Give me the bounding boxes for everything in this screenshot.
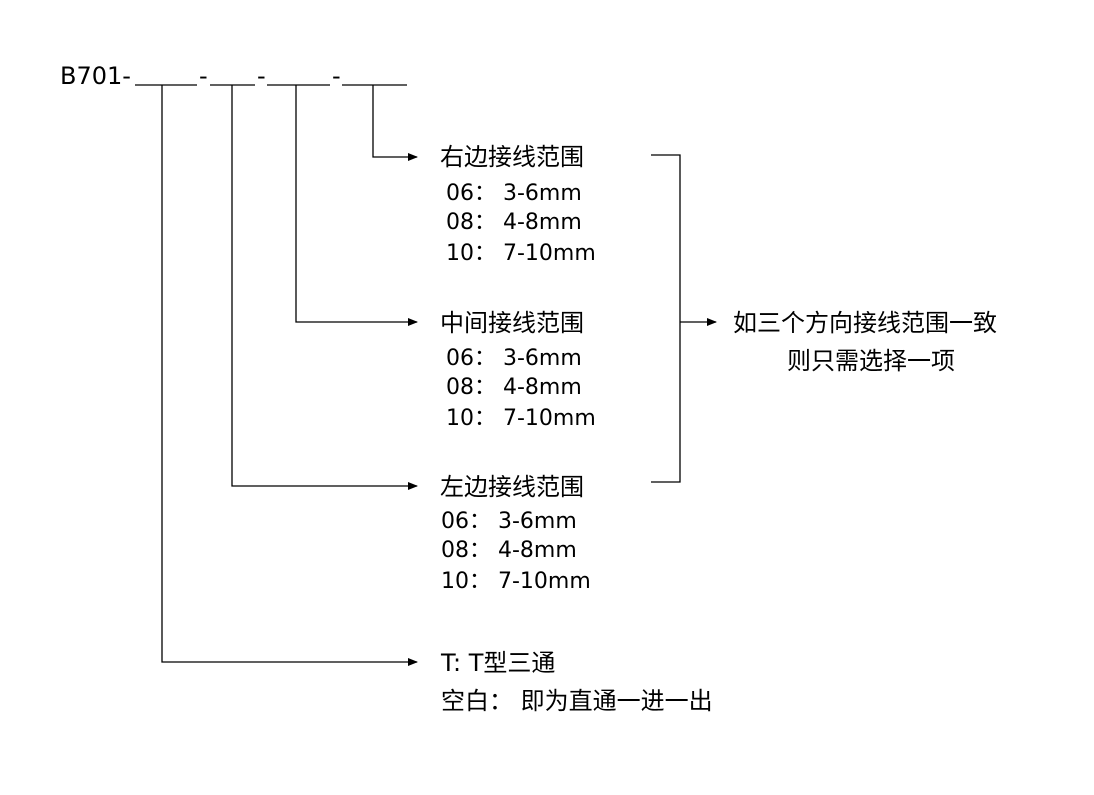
note-line-1: 如三个方向接线范围一致 xyxy=(733,309,997,337)
code-prefix: B701- xyxy=(60,62,131,90)
code-separator-2: - xyxy=(257,62,266,90)
middle-range-option-10: 10： 7-10mm xyxy=(446,406,596,431)
connector-middle-range xyxy=(295,85,418,326)
middle-range-title: 中间接线范围 xyxy=(440,309,584,337)
code-separator-3: - xyxy=(332,62,341,90)
type-option-t: T: T型三通 xyxy=(441,649,556,677)
connector-left-range xyxy=(231,85,418,490)
right-range-option-10: 10： 7-10mm xyxy=(446,241,596,266)
type-option-blank: 空白： 即为直通一进一出 xyxy=(441,687,713,715)
left-range-title: 左边接线范围 xyxy=(440,473,584,501)
code-separator-1: - xyxy=(199,62,208,90)
right-range-option-08: 08： 4-8mm xyxy=(446,210,582,235)
middle-range-option-06: 06： 3-6mm xyxy=(446,346,582,371)
connector-right-range xyxy=(372,85,418,161)
group-bracket xyxy=(651,154,681,483)
right-range-title: 右边接线范围 xyxy=(440,143,584,171)
middle-range-option-08: 08： 4-8mm xyxy=(446,375,582,400)
note-line-2: 则只需选择一项 xyxy=(787,347,955,375)
left-range-option-08: 08： 4-8mm xyxy=(441,538,577,563)
left-range-option-10: 10： 7-10mm xyxy=(441,569,591,594)
connector-type xyxy=(161,85,418,666)
right-range-option-06: 06： 3-6mm xyxy=(446,181,582,206)
left-range-option-06: 06： 3-6mm xyxy=(441,509,577,534)
